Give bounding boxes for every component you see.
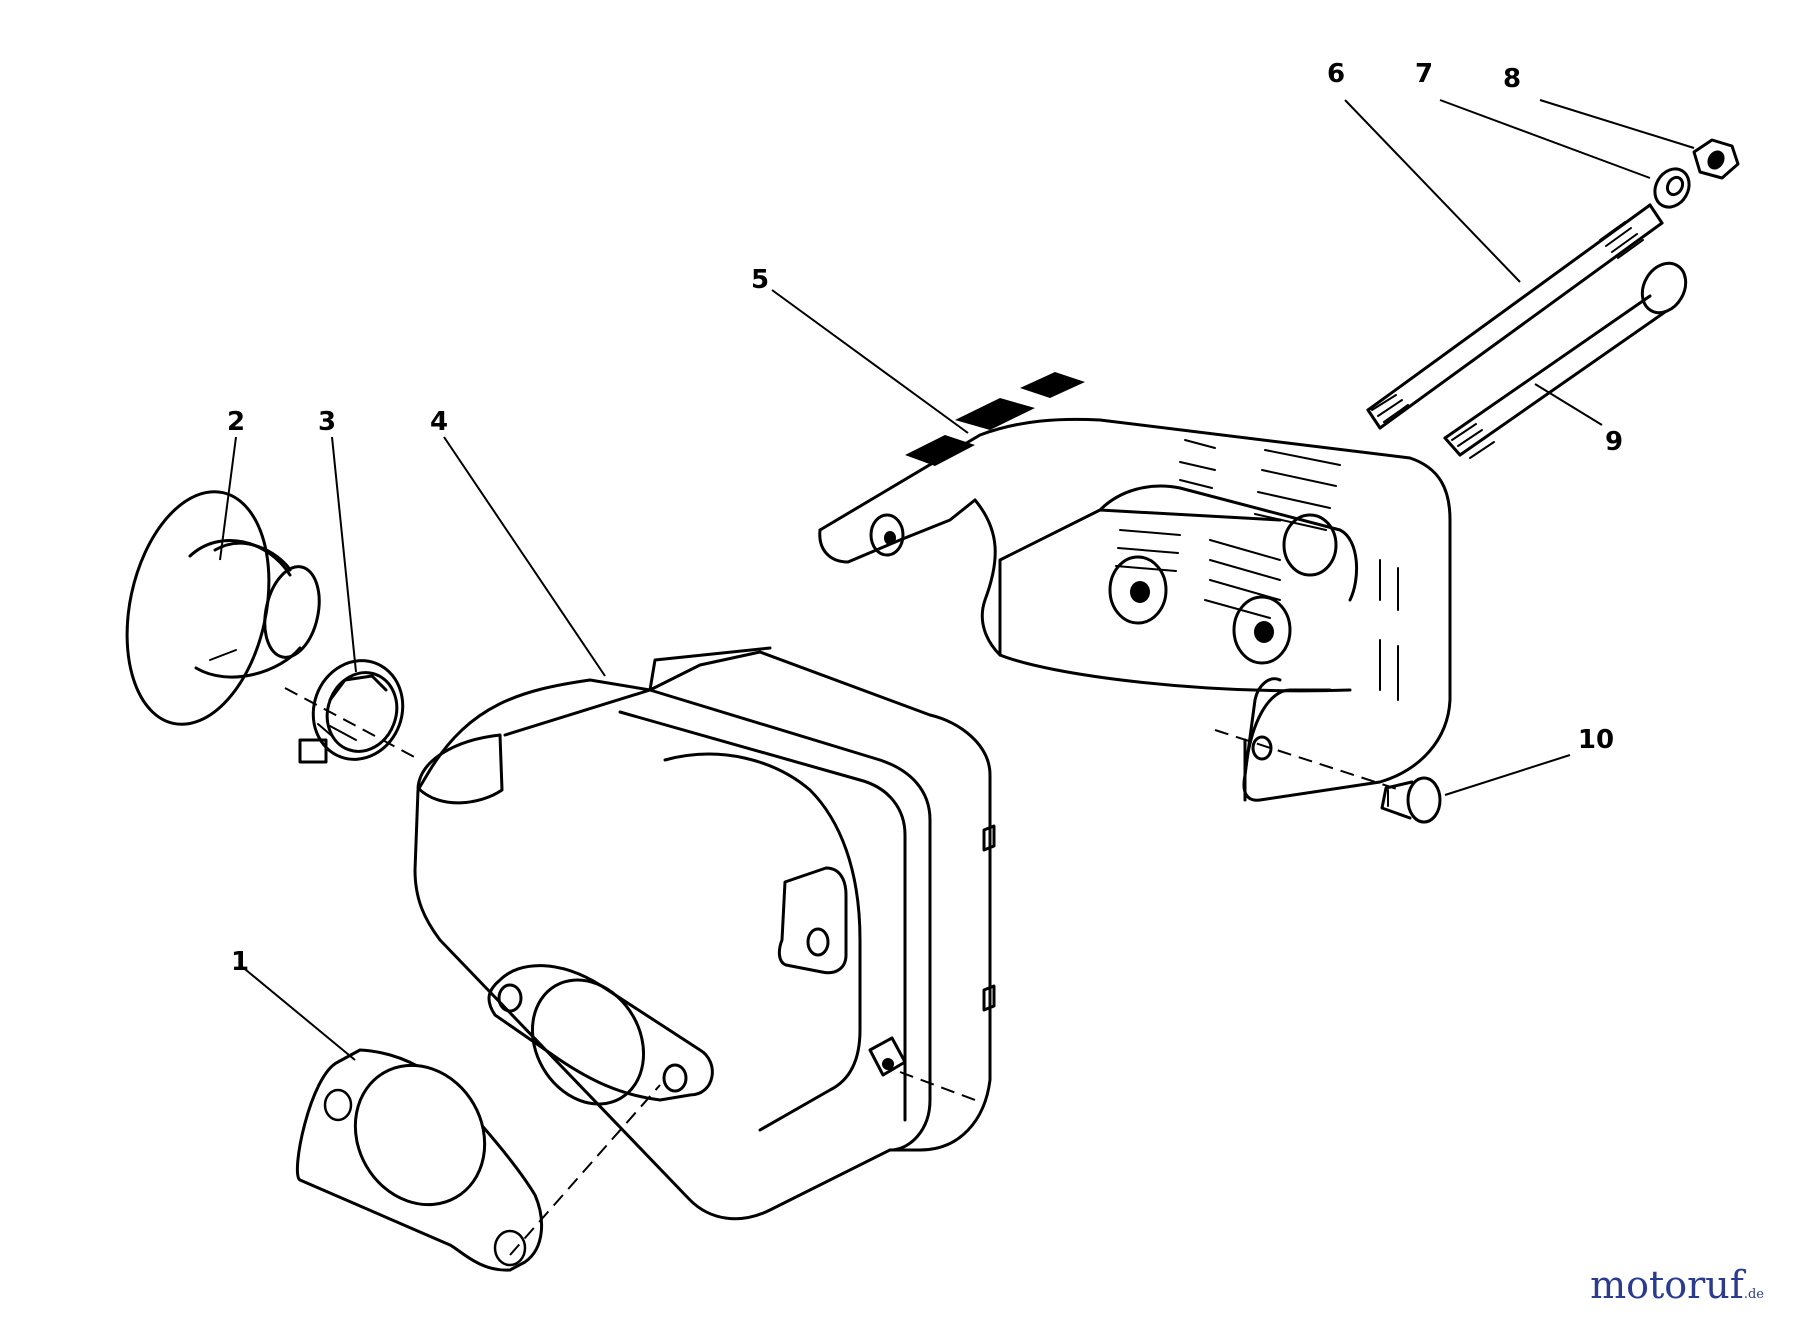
leader-lines (219, 99, 1695, 1256)
leader-7 (1439, 99, 1651, 179)
leader-8 (1539, 99, 1695, 149)
callout-7: 7 (1415, 59, 1433, 89)
callout-4: 4 (430, 407, 448, 437)
leader-10 (1444, 754, 1571, 796)
leader-3 (331, 436, 357, 673)
part-5-heat-shield (818, 372, 1452, 802)
part-8-nut (1692, 138, 1740, 180)
leader-2 (219, 436, 237, 561)
callout-1: 1 (231, 947, 249, 977)
leader-4 (443, 436, 606, 677)
callout-6: 6 (1327, 59, 1345, 89)
part-4-muffler (413, 646, 996, 1221)
part-7-washer (1653, 167, 1691, 209)
callout-9: 9 (1605, 427, 1623, 457)
part-6-stud (1366, 203, 1664, 430)
leader-9 (1534, 383, 1603, 426)
leader-1 (239, 964, 356, 1061)
callout-2: 2 (227, 407, 245, 437)
leader-6 (1344, 99, 1521, 283)
part-2-deflector (125, 490, 321, 726)
callout-10: 10 (1578, 725, 1614, 755)
callout-3: 3 (318, 407, 336, 437)
watermark-text: motoruf (1590, 1263, 1744, 1307)
part-1-gasket (295, 1048, 544, 1272)
part-3-clamp (298, 659, 405, 764)
part-9-bolt (1443, 261, 1688, 459)
watermark-tld: .de (1743, 1287, 1764, 1302)
callout-5: 5 (751, 265, 769, 295)
part-10-screw (1380, 776, 1442, 824)
callout-labels: 2 3 4 5 6 7 8 9 10 1 (227, 59, 1623, 977)
callout-8: 8 (1503, 64, 1521, 94)
leader-5 (771, 289, 969, 434)
watermark-logo: motoruf.de (1590, 1263, 1764, 1307)
